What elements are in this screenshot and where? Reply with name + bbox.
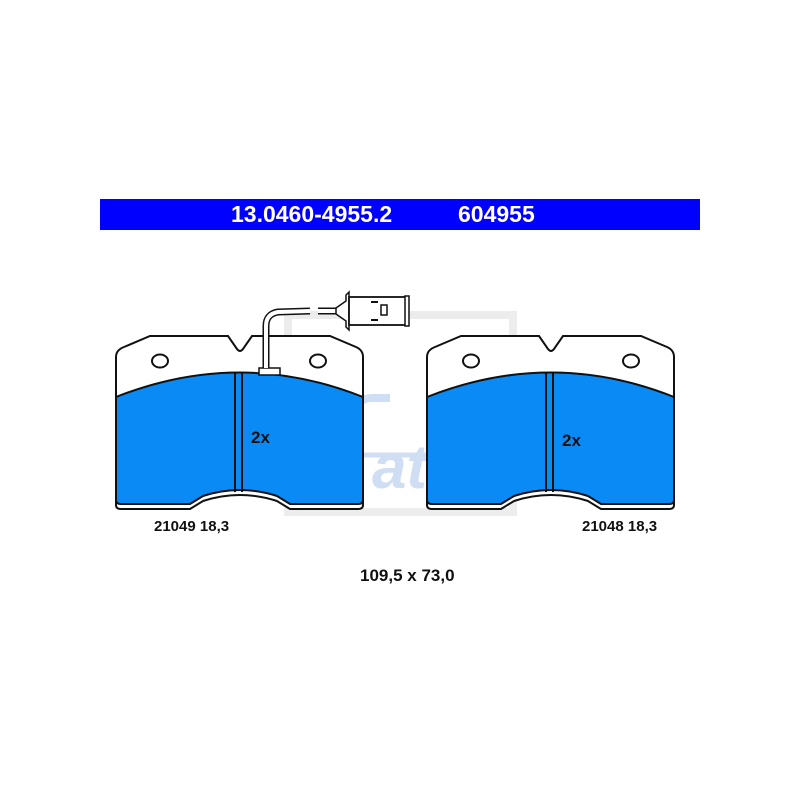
pad-dimensions: 109,5 x 73,0 [360, 566, 455, 585]
reference-number: 604955 [458, 201, 535, 227]
pad-quantity-right: 2x [562, 431, 581, 450]
brake-pad-right [426, 335, 675, 510]
pad-quantity-left: 2x [251, 428, 270, 447]
header-bar: 13.0460-4955.2 604955 [100, 199, 700, 230]
brake-pad-left [115, 290, 410, 510]
pad-label-right: 21048 18,3 [582, 518, 658, 535]
pad-label-left: 21049 18,3 [154, 518, 230, 535]
part-number: 13.0460-4955.2 [231, 201, 393, 227]
